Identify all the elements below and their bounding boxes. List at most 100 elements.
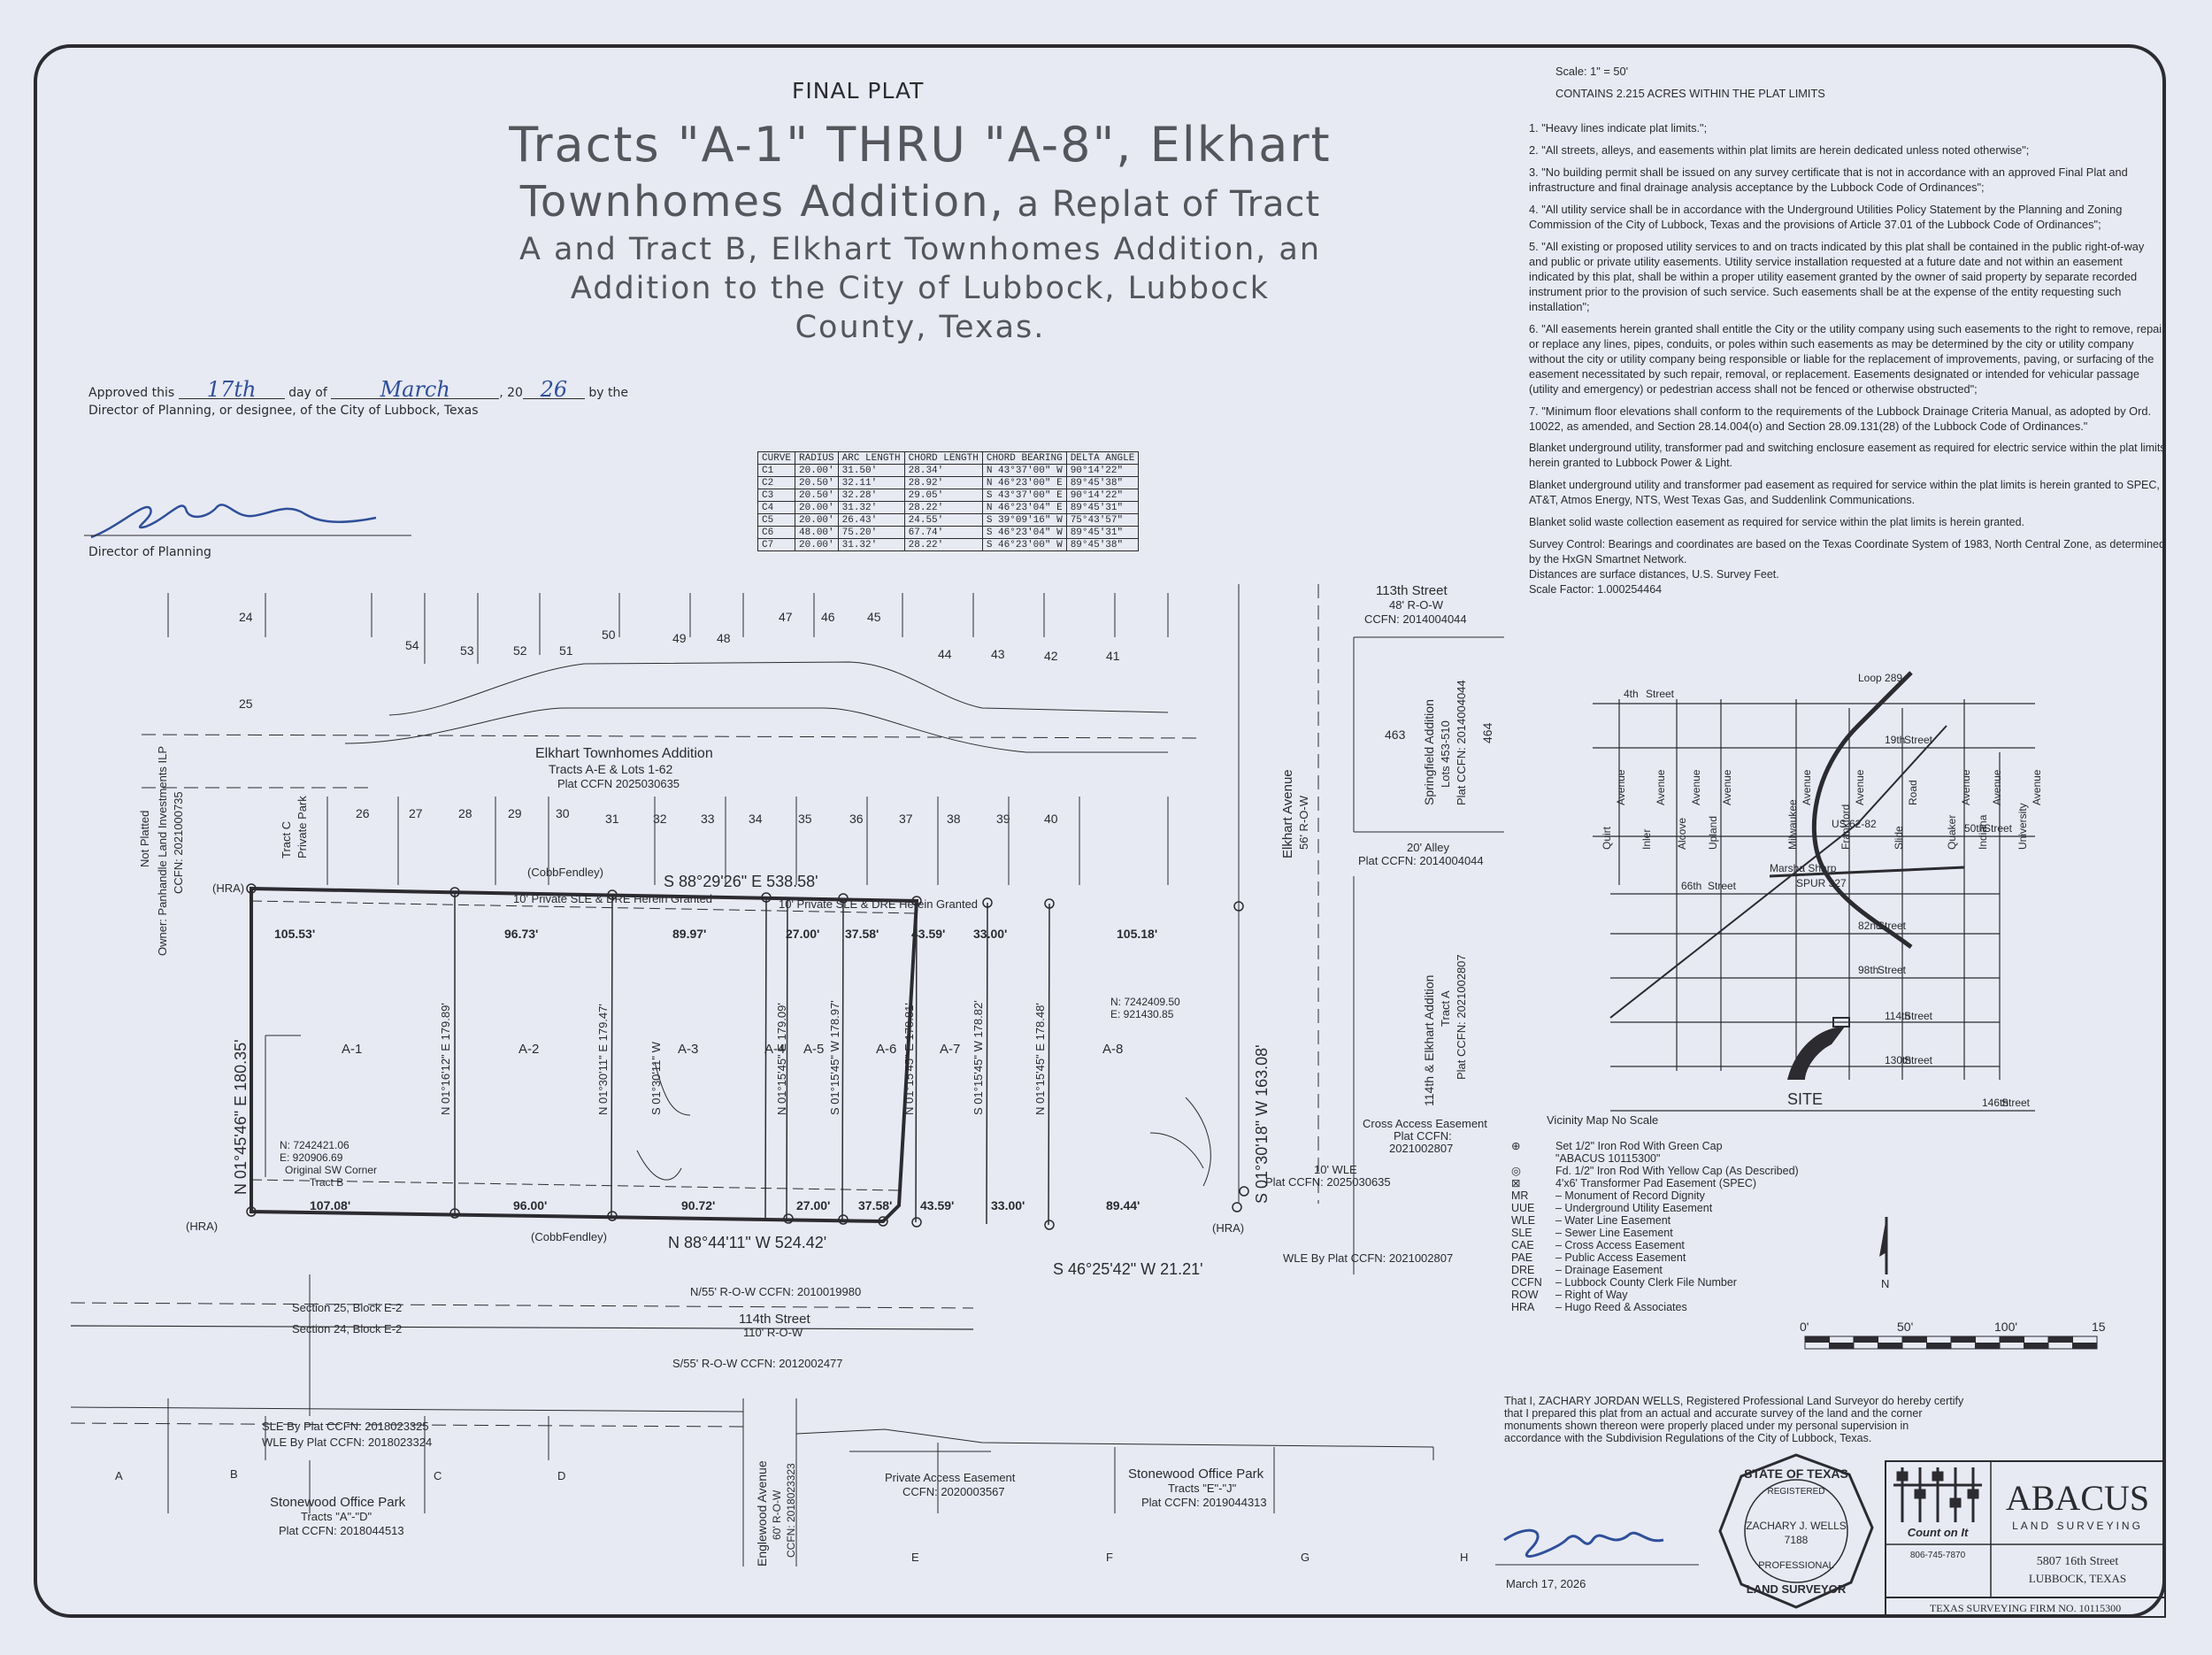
curve-cell: 67.74'	[903, 526, 983, 539]
lot-464: 464	[1480, 722, 1494, 743]
lot-number: 43	[991, 647, 1005, 661]
firm-phone: 806-745-7870	[1910, 1551, 1966, 1560]
springfield-lots: Lots 453-510	[1439, 720, 1452, 788]
legend-item: WLE– Water Line Easement	[1511, 1214, 1799, 1227]
bottom-dimension: 89.44'	[1106, 1198, 1140, 1212]
legend-symbol: HRA	[1511, 1301, 1535, 1313]
scale-bar-segment	[2024, 1343, 2048, 1349]
director-label: Director of Planning	[88, 545, 211, 559]
scale-bar-label: 0'	[1800, 1320, 1809, 1334]
lot-number: 27	[409, 806, 423, 820]
adjacent-letter: B	[230, 1467, 238, 1481]
vicinity-street-label: Marsha Sharp	[1770, 862, 1837, 874]
tract-label: A-8	[1102, 1042, 1123, 1057]
lot-number: 32	[653, 812, 667, 826]
adjacent-letter: C	[434, 1469, 442, 1482]
cobbfendley-nw: (CobbFendley)	[527, 866, 603, 879]
plat-note: 1. "Heavy lines indicate plat limits.";	[1529, 121, 1708, 135]
curve-cell: 89°45'38"	[1065, 476, 1140, 489]
se-n: N: 7242409.50	[1110, 996, 1180, 1008]
lot-number: 54	[405, 638, 419, 652]
tract-label: A-2	[518, 1042, 539, 1057]
curve-cell: 20.50'	[795, 476, 839, 489]
approval-month: March	[331, 379, 500, 400]
bottom-dimension: 27.00'	[796, 1198, 830, 1212]
tract-label: A-1	[342, 1042, 362, 1057]
street-113: 113th Street	[1376, 583, 1448, 598]
lot-number: 33	[701, 812, 715, 826]
top-dimension: 33.00'	[973, 927, 1007, 941]
legend-text: – Lubbock County Clerk File Number	[1555, 1276, 1737, 1289]
private-park: Private Park	[296, 796, 309, 858]
curve-cell: 28.22'	[903, 501, 983, 514]
adjacent-letter: D	[557, 1469, 565, 1482]
top-dimension: 27.00'	[786, 927, 819, 941]
scale-bar-segment	[1829, 1343, 1854, 1349]
cross-access-ccfn: Plat CCFN:	[1394, 1129, 1452, 1143]
curve-cell: 20.00'	[795, 513, 839, 527]
curve-cell: N 46°23'00" E	[981, 476, 1067, 489]
bottom-dimension: 33.00'	[991, 1198, 1025, 1212]
curve-cell: C6	[757, 526, 796, 539]
top-dimension: 89.97'	[672, 927, 706, 941]
curve-cell: 24.55'	[903, 513, 983, 527]
lot-number: 31	[605, 812, 619, 826]
vicinity-street-label: 19th	[1885, 734, 1905, 746]
legend-item: CAE– Cross Access Easement	[1511, 1239, 1799, 1251]
lot-number: 41	[1106, 649, 1120, 663]
curve-cell: 75°43'57"	[1065, 513, 1140, 527]
curve-header: RADIUS	[795, 451, 839, 465]
legend-item: HRA– Hugo Reed & Associates	[1511, 1301, 1799, 1313]
vicinity-avenue-label: Avenue	[1690, 769, 1702, 805]
curve-cell: 48.00'	[795, 526, 839, 539]
lower-adjacent: Stonewood Office Park Tracts "A"-"D" Pla…	[115, 1460, 1468, 1566]
vicinity-street-label: US 62-82	[1832, 818, 1877, 830]
vertical-dimension: N 01°15'45" E 178.81'	[902, 1003, 916, 1115]
curve-cell: 20.00'	[795, 464, 839, 477]
stonewood-ej-title: Stonewood Office Park	[1128, 1466, 1264, 1482]
lot-number: 30	[556, 806, 570, 820]
vicinity-street-label: Street	[2001, 1097, 2031, 1109]
legend-text: – Drainage Easement	[1555, 1264, 1663, 1276]
englewood-avenue: Englewood Avenue	[755, 1460, 769, 1566]
springfield-addition: Springfield Addition	[1422, 699, 1436, 805]
curve-header: CURVE	[757, 451, 796, 465]
vicinity-street-label: 114th	[1885, 1010, 1910, 1022]
section-24: Section 24, Block E-2	[292, 1322, 402, 1336]
lot-number: 51	[559, 643, 573, 658]
curve-header: CHORD BEARING	[981, 451, 1067, 465]
elkhart-avenue: Elkhart Avenue	[1280, 769, 1295, 858]
plat-notes: Scale: 1" = 50' CONTAINS 2.215 ACRES WIT…	[1529, 64, 2166, 597]
blanket-note: Blanket underground utility and transfor…	[1529, 479, 2160, 506]
legend-text: – Sewer Line Easement	[1555, 1227, 1673, 1239]
elkhart-114-tract: Tract A	[1439, 990, 1452, 1027]
not-platted: Not Platted	[138, 811, 151, 867]
vertical-dimension: N 01°15'45" E 179.09'	[775, 1003, 788, 1115]
lot-number: 49	[672, 631, 687, 645]
subdivision-tracts: Tracts A-E & Lots 1-62	[549, 762, 673, 776]
seal-number: 7188	[1785, 1534, 1809, 1546]
vicinity-avenue-label: Avenue	[1801, 769, 1813, 805]
firm-address-2: LUBBOCK, TEXAS	[2029, 1572, 2126, 1585]
easement-top-left: 10' Private SLE & DRE Herein Granted	[513, 892, 712, 905]
lot-number: 38	[947, 812, 961, 826]
vicinity-avenue-label: Alcove	[1676, 818, 1688, 850]
englewood-row: 60' R-O-W	[771, 1490, 783, 1540]
curve-cell: 29.05'	[903, 489, 983, 502]
vicinity-street-label: Street	[1646, 688, 1675, 700]
vicinity-avenue-label: Slide	[1893, 826, 1905, 850]
curve-header: CHORD LENGTH	[903, 451, 983, 465]
vicinity-street-label: 66th	[1681, 880, 1701, 892]
legend-item: UUE– Underground Utility Easement	[1511, 1202, 1799, 1214]
curve-cell: N 46°23'04" E	[981, 501, 1067, 514]
legend-symbol: WLE	[1511, 1214, 1536, 1227]
scale-bar-label: 150'	[2092, 1320, 2106, 1334]
site-label: SITE	[1787, 1090, 1823, 1108]
acreage-note: CONTAINS 2.215 ACRES WITHIN THE PLAT LIM…	[1555, 87, 1825, 100]
vertical-dimension: N 01°16'12" E 179.89'	[439, 1003, 452, 1115]
